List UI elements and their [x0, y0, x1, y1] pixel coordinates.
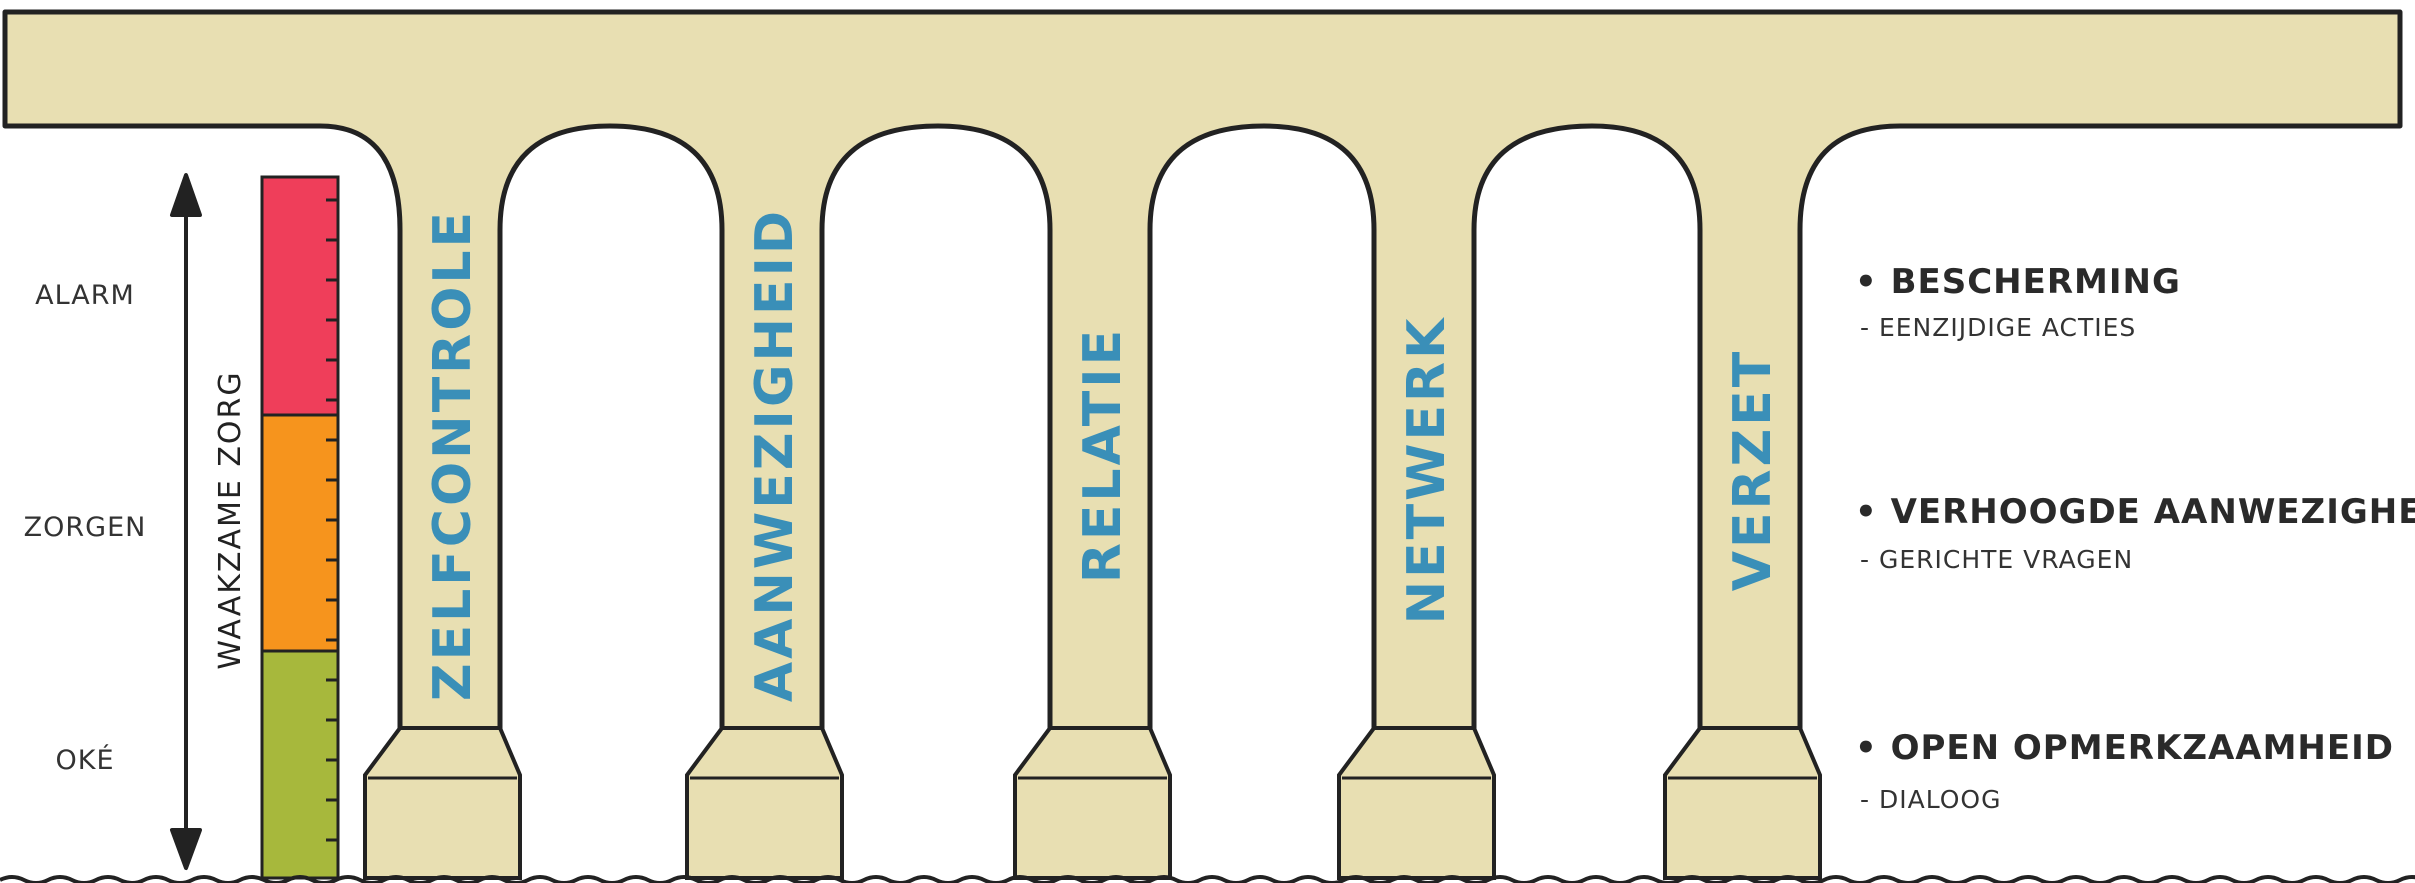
pillar-base-4	[1339, 728, 1494, 878]
pillar-bases	[365, 728, 1820, 878]
pillar-base-2	[687, 728, 842, 878]
response-detail-dialoog: - DIALOOG	[1860, 785, 2001, 814]
pillar-label-verzet: VERZET	[1723, 349, 1783, 592]
response-heading-open-opmerkzaamheid: • OPEN OPMERKZAAMHEID	[1855, 728, 2394, 768]
bridge-deck-and-pillars	[5, 12, 2400, 735]
level-label-zorgen: ZORGEN	[0, 512, 170, 543]
pillar-base-5	[1665, 728, 1820, 878]
response-detail-eenzijdige-acties: - EENZIJDIGE ACTIES	[1860, 313, 2136, 342]
level-label-alarm: ALARM	[0, 280, 170, 311]
level-zorgen-segment	[262, 415, 338, 651]
pillar-label-relatie: RELATIE	[1073, 327, 1133, 583]
pillar-base-3	[1015, 728, 1170, 878]
pillar-label-aanwezigheid: AANWEZIGHEID	[745, 208, 805, 702]
pillar-label-netwerk: NETWERK	[1397, 316, 1457, 625]
scale-title: WAAKZAME ZORG	[213, 370, 248, 669]
level-scale	[262, 177, 338, 878]
pillar-label-zelfcontrole: ZELFCONTROLE	[423, 209, 483, 701]
response-heading-verhoogde-aanwezigheid: • VERHOOGDE AANWEZIGHEID	[1855, 492, 2415, 532]
response-heading-bescherming: • BESCHERMING	[1855, 262, 2181, 302]
level-alarm-segment	[262, 177, 338, 415]
level-label-oke: OKÉ	[0, 745, 170, 776]
vertical-double-arrow	[172, 175, 200, 868]
response-detail-gerichte-vragen: - GERICHTE VRAGEN	[1860, 545, 2133, 574]
pillar-base-1	[365, 728, 520, 878]
level-oke-segment	[262, 651, 338, 878]
ground-line	[0, 877, 2415, 883]
